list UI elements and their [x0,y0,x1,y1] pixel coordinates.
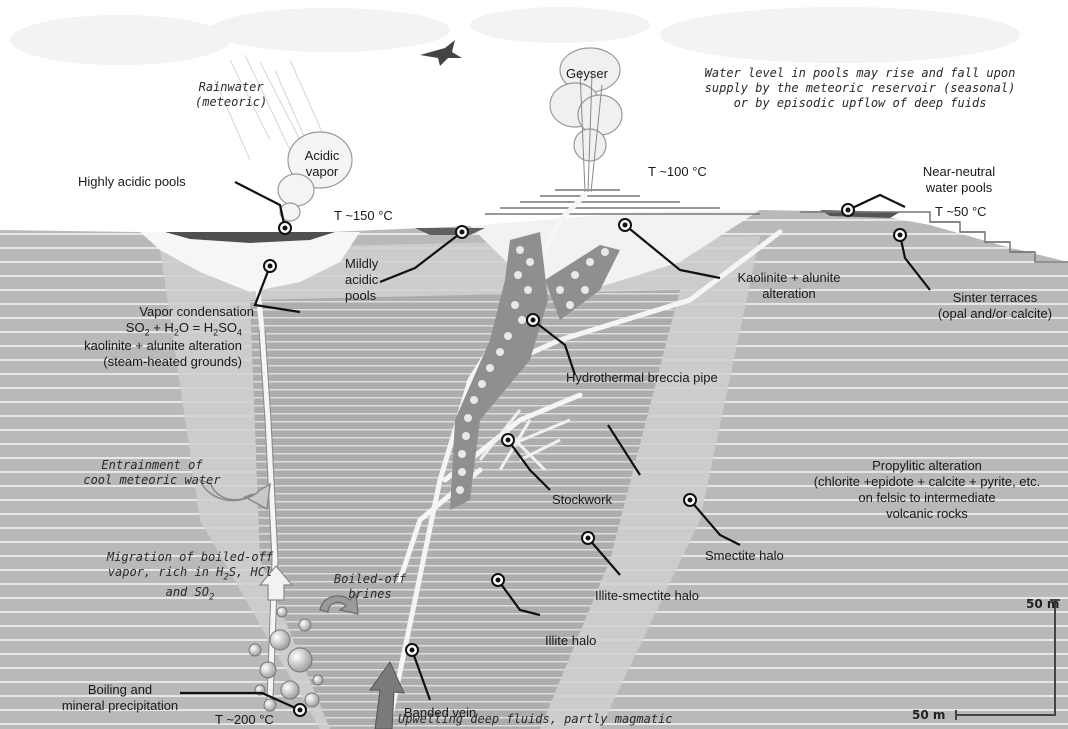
temp-150-label: T ~150 °C [334,208,393,224]
propylitic-alteration-label: Propylitic alteration (chlorite +epidote… [786,458,1068,522]
boiling-label: Boiling and mineral precipitation [30,682,210,714]
vapor-condensation-label: Vapor condensation [32,304,254,320]
bird-icon [420,40,462,66]
mildly-acidic-pools-label: Mildly acidic pools [345,256,378,304]
steam-heated-label: kaolinite + alunite alteration (steam-he… [12,338,242,370]
kaolinite-alunite-alteration-label: Kaolinite + alunite alteration [725,270,853,302]
rainwater-label: Rainwater (meteoric) [195,80,267,110]
geyser-label: Geyser [566,66,608,82]
illite-halo-label: Illite halo [545,633,596,649]
boiled-off-brines-label: Boiled-off brines [330,572,410,602]
stockwork-label: Stockwork [552,492,612,508]
entrainment-label: Entrainment of cool meteoric water [72,458,232,488]
acidic-vapor-label: Acidic vapor [300,148,344,180]
migration-label: Migration of boiled-off vapor, rich in H… [95,550,285,606]
temp-50-label: T ~50 °C [935,204,987,220]
sky-clouds [10,7,1020,65]
temp-200-label: T ~200 °C [215,712,274,728]
near-neutral-pools-label: Near-neutral water pools [903,164,1015,196]
vertical-scale-label: 50 m [1026,596,1059,612]
water-level-note: Water level in pools may rise and fall u… [665,66,1055,111]
highly-acidic-pools-label: Highly acidic pools [78,174,186,190]
horizontal-scale-label: 50 m [912,707,945,723]
sinter-terraces-label: Sinter terraces (opal and/or calcite) [920,290,1068,322]
upwelling-label: Upwelling deep fluids, partly magmatic [398,712,673,727]
smectite-halo-label: Smectite halo [705,548,784,564]
geyser-plume [550,48,622,161]
temp-100-label: T ~100 °C [648,164,707,180]
breccia-pipe-label: Hydrothermal breccia pipe [566,370,718,386]
illite-smectite-halo-label: Illite-smectite halo [595,588,699,604]
